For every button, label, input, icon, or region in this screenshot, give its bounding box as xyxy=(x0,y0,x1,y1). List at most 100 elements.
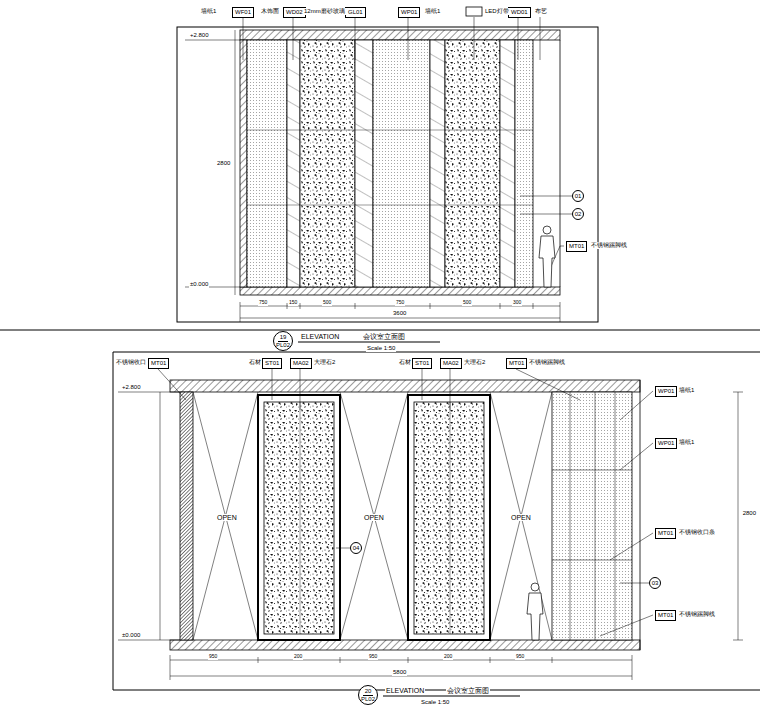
drawing-label: Scale 1:50 xyxy=(366,345,396,352)
bottom-elevation xyxy=(340,392,408,640)
dimension-line xyxy=(185,40,240,41)
callout-circle: 19PL02 xyxy=(273,331,293,351)
dimension-line xyxy=(340,657,341,663)
callout-circle: 02 xyxy=(572,208,584,220)
material-code: WD01 xyxy=(511,9,528,16)
material-code: WP01 xyxy=(401,9,417,16)
material-code: MT01 xyxy=(658,612,673,619)
drawing-label: OPEN xyxy=(363,514,385,521)
material-code: WP01 xyxy=(658,388,674,395)
dimension-line xyxy=(733,640,743,641)
drawing-label: 750 xyxy=(395,299,405,306)
drawing-label: ±0.000 xyxy=(189,281,209,288)
drawing-label: 墙纸1 xyxy=(678,439,695,446)
bottom-elevation xyxy=(414,402,484,634)
material-tag: MT01 xyxy=(566,241,587,252)
drawing-label: LED灯带 xyxy=(484,8,510,15)
dimension-line xyxy=(408,657,409,663)
dimension-line xyxy=(560,302,561,322)
callout-circle: 04 xyxy=(350,542,362,554)
dimension-line xyxy=(733,392,743,393)
bottom-elevation xyxy=(552,392,632,640)
drawing-label: 木饰面 xyxy=(260,8,280,15)
drawing-label: OPEN xyxy=(510,514,532,521)
material-tag: ST01 xyxy=(412,358,432,369)
top-elevation xyxy=(430,40,445,287)
drawing-label: Scale 1:50 xyxy=(420,699,450,706)
material-code: MT01 xyxy=(658,530,673,537)
bottom-elevation xyxy=(490,392,552,640)
drawing-label: 200 xyxy=(293,653,303,660)
leader-line xyxy=(158,369,186,400)
material-tag: ST01 xyxy=(262,358,282,369)
leader-line xyxy=(158,369,653,636)
bottom-elevation xyxy=(340,392,408,640)
leader-line xyxy=(243,17,572,280)
top-elevation xyxy=(373,40,430,287)
bottom-elevation xyxy=(258,395,340,640)
drawing-label: 150 xyxy=(288,299,298,306)
callout-number: 04 xyxy=(353,545,360,552)
drawing-label: 200 xyxy=(443,653,453,660)
material-code: WP01 xyxy=(658,440,674,447)
drawing-label: 950 xyxy=(515,653,525,660)
dimension-line xyxy=(258,657,259,663)
material-tag: WD01 xyxy=(508,7,531,18)
human-figure xyxy=(539,226,555,287)
dimension-line xyxy=(118,392,180,393)
callout-circle: 20PL02 xyxy=(358,685,378,705)
drawing-label: 墙纸1 xyxy=(678,387,695,394)
drawing-label: 会议室立面图 xyxy=(362,333,406,340)
leader-line xyxy=(336,548,350,549)
leader-line xyxy=(600,615,653,636)
material-tag: WP01 xyxy=(655,438,677,449)
top-elevation xyxy=(287,40,300,287)
leader-line xyxy=(300,369,301,410)
bottom-elevation xyxy=(408,395,490,640)
bottom-elevation xyxy=(552,560,632,561)
top-elevation xyxy=(247,130,533,131)
drawing-label: 500 xyxy=(322,299,332,306)
callout-circle: 03 xyxy=(649,577,661,589)
callout-number: 20 xyxy=(363,688,374,696)
top-elevation xyxy=(500,40,515,287)
leader-line xyxy=(422,369,423,400)
drawing-label: +2.800 xyxy=(189,32,210,39)
top-elevation xyxy=(247,205,533,206)
top-elevation xyxy=(355,40,373,287)
drawing-label: 750 xyxy=(258,299,268,306)
callout-number: 19 xyxy=(278,334,289,342)
leader-line xyxy=(408,17,409,60)
sheet-frame xyxy=(383,695,520,696)
drawing-label: OPEN xyxy=(216,514,238,521)
human-figure xyxy=(539,236,555,287)
top-elevation xyxy=(240,287,560,295)
drawing-label: 不锈钢踢脚线 xyxy=(528,359,566,366)
dimension-line xyxy=(240,302,241,322)
dimension-line xyxy=(500,303,501,309)
drawing-label: 12mm磨砂玻璃 xyxy=(303,8,346,15)
drawing-label: 布艺 xyxy=(534,8,548,15)
drawing-label: 会议室立面图 xyxy=(446,687,490,694)
drawing-label: 950 xyxy=(208,653,218,660)
material-code: MT01 xyxy=(151,360,166,367)
leader-line xyxy=(520,214,572,215)
dimension-line xyxy=(533,303,534,309)
drawing-label: 5800 xyxy=(392,669,407,676)
dimension-line xyxy=(160,392,161,640)
top-elevation xyxy=(466,7,482,16)
leader-line xyxy=(620,583,649,584)
drawing-label: 2800 xyxy=(216,160,231,167)
drawing-label: 3600 xyxy=(392,310,407,317)
bottom-elevation xyxy=(170,380,640,650)
dimension-line xyxy=(240,318,560,319)
dimension-line xyxy=(490,657,491,663)
human-figure xyxy=(543,226,551,234)
sheet-frame xyxy=(113,352,114,690)
drawing-label: 石材 xyxy=(398,359,412,366)
material-tag: WP01 xyxy=(398,7,420,18)
dimension-line xyxy=(170,655,171,680)
top-elevation xyxy=(240,40,247,287)
